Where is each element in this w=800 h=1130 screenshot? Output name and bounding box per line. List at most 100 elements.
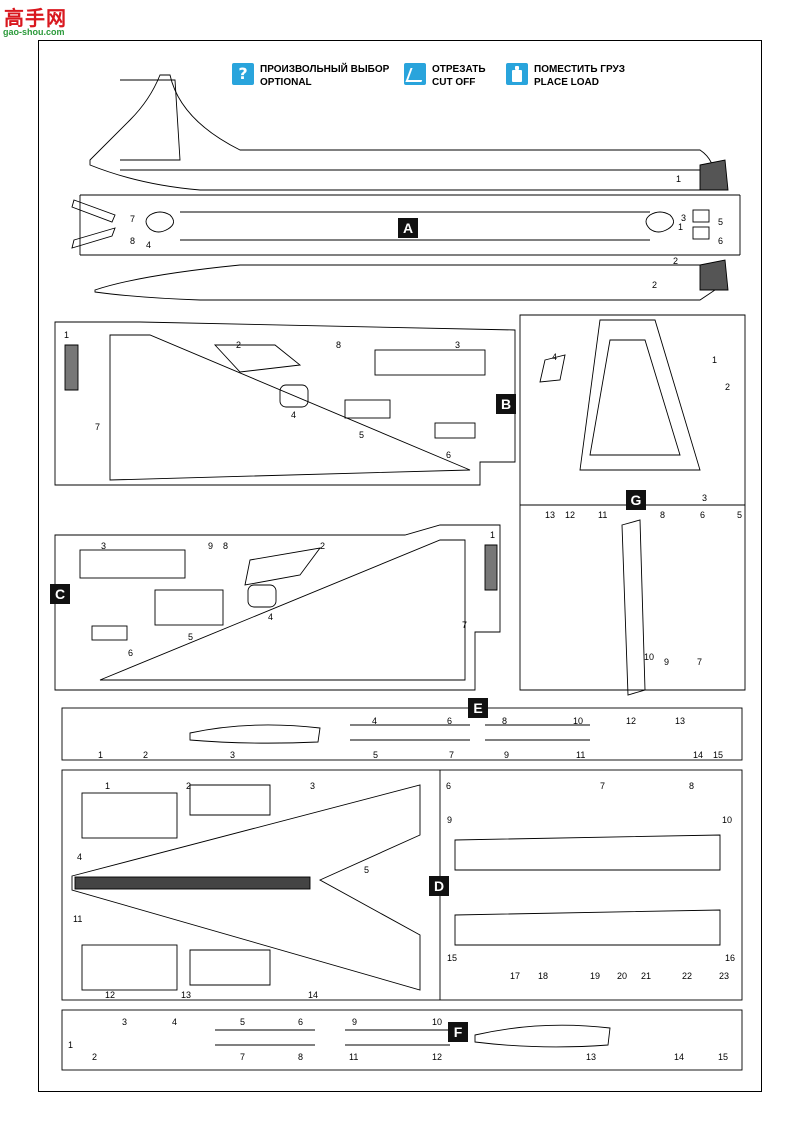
sprue-label-e: E	[468, 698, 488, 718]
sprue-gate-left	[145, 211, 174, 233]
part-d15	[454, 909, 721, 946]
watermark-chinese: 高手网	[4, 6, 67, 30]
part-number-d-19: 19	[590, 971, 601, 981]
part-number-d-8: 13	[181, 990, 192, 1000]
part-number-d-21: 21	[641, 971, 652, 981]
part-number-g-6: 5	[737, 510, 743, 520]
part-b5	[344, 399, 391, 419]
part-number-f-9: 9	[352, 1017, 358, 1027]
part-number-f-8: 8	[298, 1052, 304, 1062]
sprue-e	[61, 707, 743, 761]
part-f13	[474, 1024, 611, 1048]
part-number-f-10: 10	[432, 1017, 443, 1027]
wing-c	[99, 539, 466, 681]
legend-load-ru: ПОМЕСТИТЬ ГРУЗ	[534, 64, 626, 75]
part-c4	[247, 584, 277, 608]
part-number-d-7: 12	[105, 990, 116, 1000]
part-number-f-1: 1	[68, 1040, 74, 1050]
part-number-g-9: 9	[664, 657, 670, 667]
part-b4	[279, 384, 309, 408]
part-number-a-10: 2	[652, 280, 658, 290]
sprue-c-frame	[54, 524, 501, 691]
part-number-a-8: 1	[676, 174, 682, 184]
part-c5	[154, 589, 224, 626]
part-number-e-3: 3	[230, 750, 236, 760]
weight-icon	[506, 63, 528, 85]
fuselage-half-upper	[89, 74, 716, 191]
sprue-a	[71, 74, 741, 301]
part-c6	[91, 625, 128, 641]
sprue-f-frame	[61, 1009, 743, 1071]
sprue-g-frame	[519, 314, 746, 691]
legend-optional-ru: ПРОИЗВОЛЬНЫЙ ВЫБОР	[260, 64, 390, 75]
nose-cone-upper	[699, 159, 729, 191]
part-number-c-3: 8	[223, 541, 229, 551]
sprue-e-frame	[61, 707, 743, 761]
part-number-d-11: 7	[600, 781, 606, 791]
part-number-b-6: 5	[359, 430, 365, 440]
part-number-d-17: 17	[510, 971, 521, 981]
part-d5	[71, 784, 421, 991]
part-number-f-13: 13	[586, 1052, 597, 1062]
part-number-f-6: 6	[298, 1017, 304, 1027]
wing-b	[109, 334, 471, 481]
part-number-d-16: 16	[725, 953, 736, 963]
diagram-frame	[38, 40, 762, 1092]
part-number-g-4: 8	[660, 510, 666, 520]
sprue-label-c: C	[50, 584, 70, 604]
part-a7	[71, 199, 116, 223]
part-number-a-5: 5	[718, 217, 724, 227]
part-number-g-10: 7	[697, 657, 703, 667]
nose-cone-lower	[699, 259, 729, 291]
part-number-d-23: 23	[719, 971, 730, 981]
part-number-d-10: 6	[446, 781, 452, 791]
sprue-d	[61, 769, 743, 1001]
part-number-e-6: 5	[373, 750, 379, 760]
part-number-d-22: 22	[682, 971, 693, 981]
part-number-b-5: 4	[291, 410, 297, 420]
sprue-f	[61, 1009, 743, 1071]
part-number-b-8: 7	[95, 422, 101, 432]
watermark-url: gao-shou.com	[3, 27, 65, 37]
part-b1	[64, 344, 79, 391]
sprue-label-f: F	[448, 1022, 468, 1042]
part-number-f-3: 3	[122, 1017, 128, 1027]
part-b3	[374, 349, 486, 376]
legend-load-en: PLACE LOAD	[534, 77, 599, 88]
part-number-a-2: 8	[130, 236, 136, 246]
part-c3	[79, 549, 186, 579]
part-b6	[434, 422, 476, 439]
part-number-e-9: 10	[573, 716, 584, 726]
sprue-c	[54, 524, 501, 691]
part-number-c-5: 1	[490, 530, 496, 540]
sprue-label-d: D	[429, 876, 449, 896]
part-number-c-1: 3	[101, 541, 107, 551]
part-d12	[81, 944, 178, 991]
part-number-a-7: 2	[673, 256, 679, 266]
part-number-g-7: 3	[702, 493, 708, 503]
part-number-c-8: 6	[128, 648, 134, 658]
part-number-g-2: 12	[565, 510, 576, 520]
sprue-g	[519, 314, 746, 696]
part-number-e-14: 14	[693, 750, 704, 760]
part-number-e-12: 12	[626, 716, 637, 726]
part-number-f-15: 15	[718, 1052, 729, 1062]
part-number-d-20: 20	[617, 971, 628, 981]
part-number-a-1: 7	[130, 214, 136, 224]
part-number-f-11: 11	[349, 1052, 359, 1062]
sprue-b-frame	[54, 321, 516, 486]
part-number-e-11: 11	[576, 750, 586, 760]
part-number-d-1: 1	[105, 781, 111, 791]
part-number-d-12: 8	[689, 781, 695, 791]
part-number-c-4: 2	[320, 541, 326, 551]
part-number-f-2: 2	[92, 1052, 98, 1062]
part-number-c-2: 9	[208, 541, 214, 551]
part-g4	[539, 354, 566, 383]
part-c2	[244, 547, 322, 586]
part-number-b-4: 3	[455, 340, 461, 350]
part-number-e-13: 13	[675, 716, 686, 726]
part-number-g-1: 13	[545, 510, 556, 520]
part-number-a-3: 4	[146, 240, 152, 250]
